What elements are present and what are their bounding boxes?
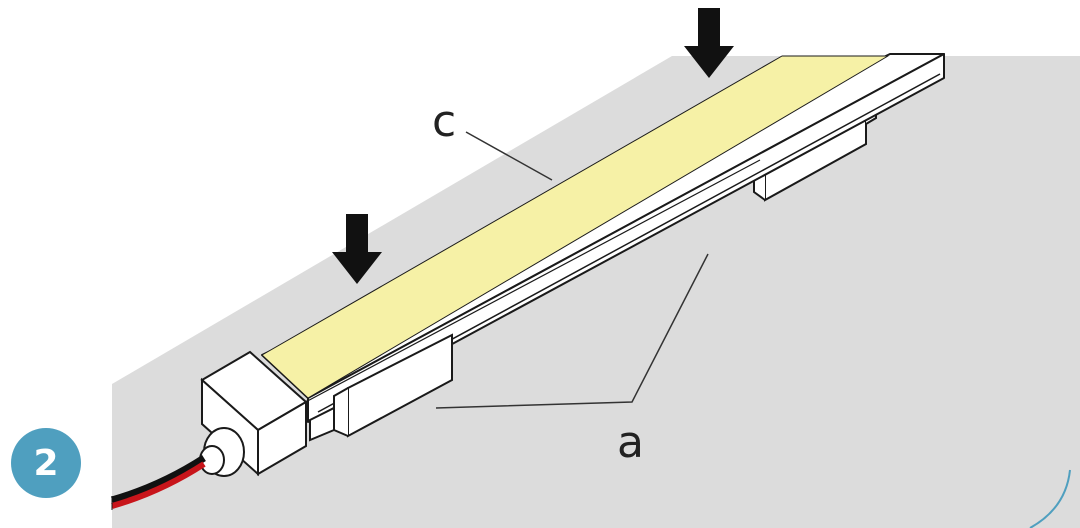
led-profile <box>261 53 945 423</box>
leader-line-c <box>465 131 553 181</box>
mounting-clip-front <box>309 333 453 442</box>
down-arrow-icon <box>684 8 734 78</box>
callout-label-c: c <box>432 96 457 147</box>
step-number-badge: 2 <box>11 428 81 498</box>
leader-line-a <box>435 253 709 409</box>
down-arrow-icon <box>332 214 382 284</box>
diffuser-strip <box>261 55 889 399</box>
power-cable <box>111 427 245 510</box>
callout-label-a: a <box>617 417 644 468</box>
mounting-surface-edge <box>1029 469 1071 528</box>
